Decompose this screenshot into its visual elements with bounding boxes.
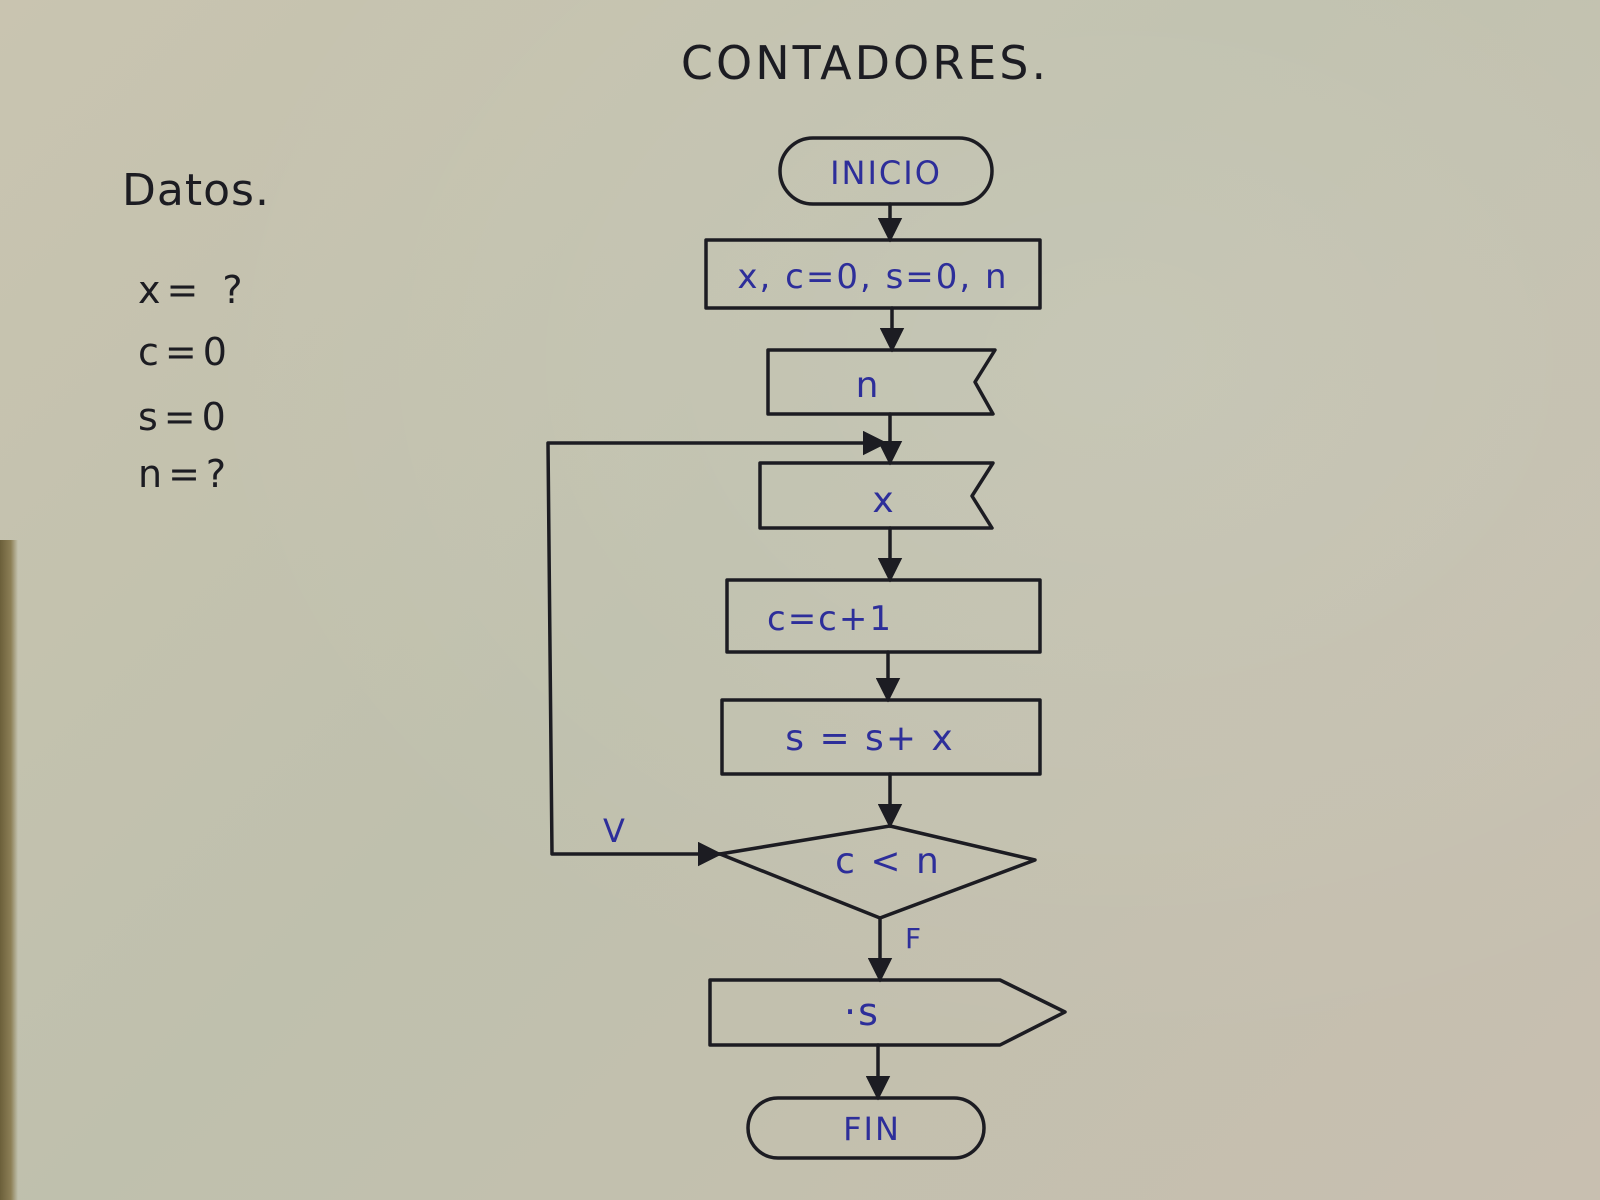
init-label: x, c=0, s=0, n — [737, 257, 1008, 297]
true-branch-label: V — [603, 812, 627, 850]
desk-edge — [0, 540, 18, 1200]
dato-x: x= ? — [138, 268, 249, 312]
page-title: CONTADORES. — [680, 36, 1050, 90]
datos-heading: Datos. — [122, 165, 270, 216]
false-branch-label: F — [905, 922, 923, 955]
input-n-shape — [766, 348, 997, 416]
input-x-shape — [758, 461, 995, 530]
output-shape — [708, 978, 1067, 1047]
input-x-label: x — [872, 480, 895, 521]
dato-n: n=? — [138, 452, 233, 496]
end-label: FIN — [843, 1110, 901, 1148]
start-terminator — [778, 136, 994, 206]
input-n-label: n — [856, 365, 881, 406]
start-label: INICIO — [830, 154, 942, 192]
dato-s: s=0 — [138, 395, 232, 439]
decision-label: c < n — [835, 841, 941, 882]
sum-label: s = s+ x — [785, 718, 954, 759]
output-label: ·s — [844, 990, 880, 1034]
init-box — [704, 238, 1042, 310]
loop-back-line — [546, 430, 888, 856]
count-label: c=c+1 — [767, 599, 893, 639]
dato-c: c=0 — [138, 330, 233, 374]
